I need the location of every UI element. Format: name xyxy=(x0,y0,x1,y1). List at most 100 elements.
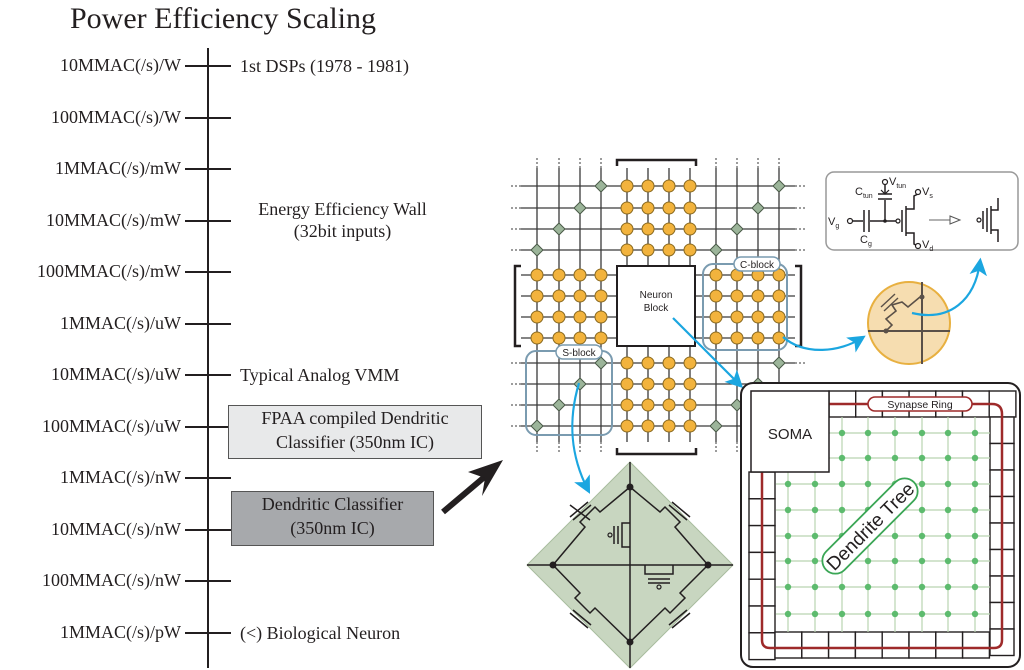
switch-diamond xyxy=(709,419,723,433)
fpaa-box-line1: FPAA compiled Dendritic xyxy=(261,408,449,428)
switch-node xyxy=(530,289,544,303)
axis-tick xyxy=(185,580,231,582)
switch-diamond xyxy=(772,356,786,370)
dendrite-node xyxy=(864,480,872,488)
synapse-cell xyxy=(908,631,937,659)
dendrite-node xyxy=(944,454,952,462)
switch-node xyxy=(620,179,634,193)
vtun-label: V xyxy=(889,176,897,188)
dendrite-node xyxy=(918,532,926,540)
switch-node xyxy=(772,268,786,282)
dendrite-node xyxy=(971,557,979,565)
switch-node xyxy=(641,222,655,236)
axis-tick-label: 100MMAC(/s)/nW xyxy=(42,570,181,590)
ctun-sub: tun xyxy=(863,193,873,200)
dendrite-node xyxy=(891,557,899,565)
switch-node xyxy=(641,179,655,193)
switch-diamond xyxy=(730,222,744,236)
dendrite-node xyxy=(864,557,872,565)
c-block: C-block xyxy=(702,256,788,351)
soma-label: SOMA xyxy=(768,426,812,443)
axis-tick-label: 10MMAC(/s)/uW xyxy=(51,364,181,384)
cg-sub: g xyxy=(868,241,872,248)
vd-label: V xyxy=(922,239,930,251)
switch-node xyxy=(730,289,744,303)
switch-node xyxy=(772,289,786,303)
switch-node xyxy=(620,398,634,412)
synapse-cell xyxy=(827,631,857,659)
switch-node xyxy=(683,398,697,412)
annotation-analog-vmm: Typical Analog VMM xyxy=(240,365,400,385)
svg-text:Vtun: Vtun xyxy=(889,176,906,190)
switch-node xyxy=(683,179,697,193)
dendritic-box-line2: (350nm IC) xyxy=(290,518,375,538)
dendrite-node xyxy=(971,583,979,591)
dendrite-node xyxy=(971,480,979,488)
dendrite-node xyxy=(864,454,872,462)
black-arrow-icon xyxy=(441,460,503,515)
dendrite-node xyxy=(891,532,899,540)
switch-node xyxy=(662,222,676,236)
axis-tick-label: 1MMAC(/s)/mW xyxy=(55,158,181,178)
dendrite-node xyxy=(838,429,846,437)
axis-tick xyxy=(185,322,231,325)
dendrite-node xyxy=(784,583,792,591)
dendrite-node xyxy=(864,610,872,618)
switch-node xyxy=(573,268,587,282)
dendrite-node xyxy=(838,480,846,488)
switch-node xyxy=(620,419,634,433)
dendrite-node xyxy=(811,557,819,565)
neuron-block: Neuron Block xyxy=(616,265,696,347)
axis-tick-label: 1MMAC(/s)/nW xyxy=(60,467,181,487)
switch-node xyxy=(662,419,676,433)
dendrite-node xyxy=(944,480,952,488)
ctun-label: C xyxy=(855,186,863,198)
axis-tick-label: 10MMAC(/s)/nW xyxy=(51,518,181,539)
fpaa-classifier-box: FPAA compiled Dendritic Classifier (350n… xyxy=(228,405,482,459)
switch-diamond xyxy=(594,356,608,370)
dendrite-node xyxy=(918,454,926,462)
dendrite-node xyxy=(971,454,979,462)
dendrite-node xyxy=(918,506,926,514)
annotation-biological-neuron: (<) Biological Neuron xyxy=(240,623,401,643)
switch-node xyxy=(641,201,655,215)
axis-tick xyxy=(185,116,231,119)
switch-node xyxy=(573,331,587,345)
dendrite-node xyxy=(811,583,819,591)
switch-node xyxy=(662,377,676,391)
axis-tick xyxy=(185,425,231,428)
switch-node xyxy=(662,201,676,215)
c-block-label: C-block xyxy=(740,260,775,271)
switch-node xyxy=(709,268,723,282)
dendrite-node xyxy=(971,506,979,514)
neuron-detail: SOMA Synapse Ring Dendrite Tree xyxy=(740,382,1021,668)
switch-node xyxy=(709,331,723,345)
dendrite-node xyxy=(971,532,979,540)
neuron-block-label-2: Block xyxy=(644,303,669,314)
switch-node xyxy=(683,243,697,257)
svg-text:Ctun: Ctun xyxy=(855,186,873,200)
switch-diamond xyxy=(530,243,544,257)
axis-tick xyxy=(185,374,231,376)
switch-diamond xyxy=(772,179,786,193)
dendrite-node xyxy=(784,610,792,618)
axis-tick-label: 1MMAC(/s)/uW xyxy=(60,312,181,333)
axis-tick-label: 10MMAC(/s)/mW xyxy=(46,209,181,230)
dendrite-node xyxy=(944,429,952,437)
vg-sub: g xyxy=(835,223,839,230)
axis-tick-label: 10MMAC(/s)/W xyxy=(60,55,181,75)
switch-node xyxy=(552,268,566,282)
switch-node xyxy=(530,310,544,324)
switch-node xyxy=(683,201,697,215)
dendrite-node xyxy=(918,583,926,591)
switch-node xyxy=(641,419,655,433)
annotation-first-dsps: 1st DSPs (1978 - 1981) xyxy=(240,56,410,76)
vtun-sub: tun xyxy=(896,183,906,190)
axis-tick-label: 100MMAC(/s)/W xyxy=(51,106,181,127)
dendrite-node xyxy=(944,532,952,540)
fpaa-box-line2: Classifier (350nm IC) xyxy=(276,432,434,452)
synapse-cell xyxy=(935,631,964,659)
switch-node xyxy=(620,356,634,370)
switch-node xyxy=(709,289,723,303)
efficiency-axis xyxy=(207,48,209,668)
